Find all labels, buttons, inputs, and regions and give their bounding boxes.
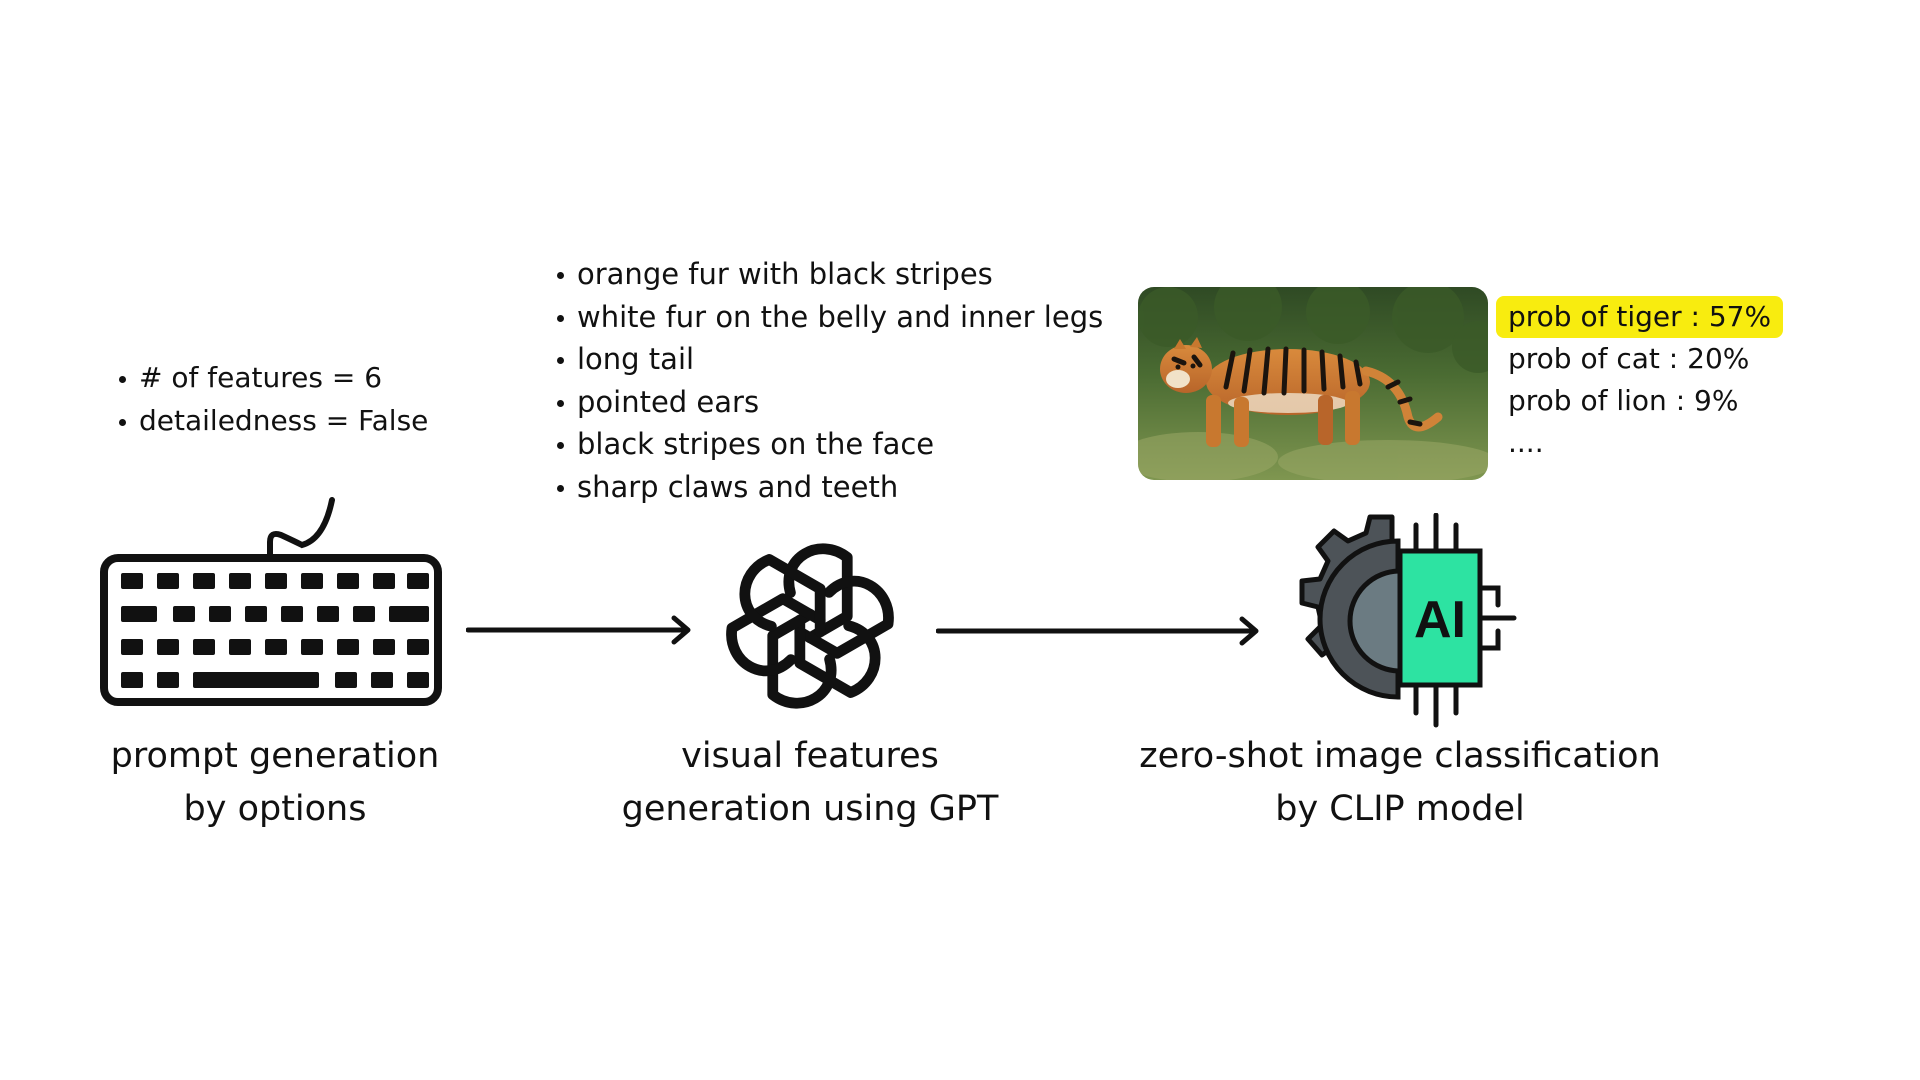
features-list: orange fur with black stripes white fur … (553, 253, 1103, 508)
probability-list: prob of tiger : 57% prob of cat : 20% pr… (1496, 296, 1784, 464)
probability-item: prob of lion : 9% (1508, 384, 1739, 417)
ellipsis: .... (1508, 426, 1544, 459)
tiger-photo (1138, 287, 1488, 480)
option-item: detailedness = False (115, 399, 428, 442)
options-list: # of features = 6 detailedness = False (115, 356, 428, 442)
keyboard-icon (100, 497, 442, 706)
arrow-right-icon (466, 615, 691, 645)
feature-item: black stripes on the face (553, 423, 1103, 466)
option-item: # of features = 6 (115, 356, 428, 399)
openai-logo-icon (712, 543, 908, 724)
step-caption-prompt-generation: prompt generation by options (110, 736, 440, 829)
step-caption-visual-features: visual features generation using GPT (621, 736, 999, 829)
probability-item: prob of cat : 20% (1508, 342, 1750, 375)
arrow-right-icon (936, 616, 1259, 646)
feature-item: orange fur with black stripes (553, 253, 1103, 296)
top-prediction-probability: prob of tiger : 57% (1496, 296, 1784, 338)
ai-chip-gear-icon: AI (1299, 513, 1517, 728)
step-caption-zero-shot-classification: zero-shot image classification by CLIP m… (1139, 736, 1661, 829)
feature-item: white fur on the belly and inner legs (553, 296, 1103, 339)
feature-item: pointed ears (553, 381, 1103, 424)
ai-chip-label: AI (1414, 591, 1466, 649)
feature-item: long tail (553, 338, 1103, 381)
feature-item: sharp claws and teeth (553, 466, 1103, 509)
